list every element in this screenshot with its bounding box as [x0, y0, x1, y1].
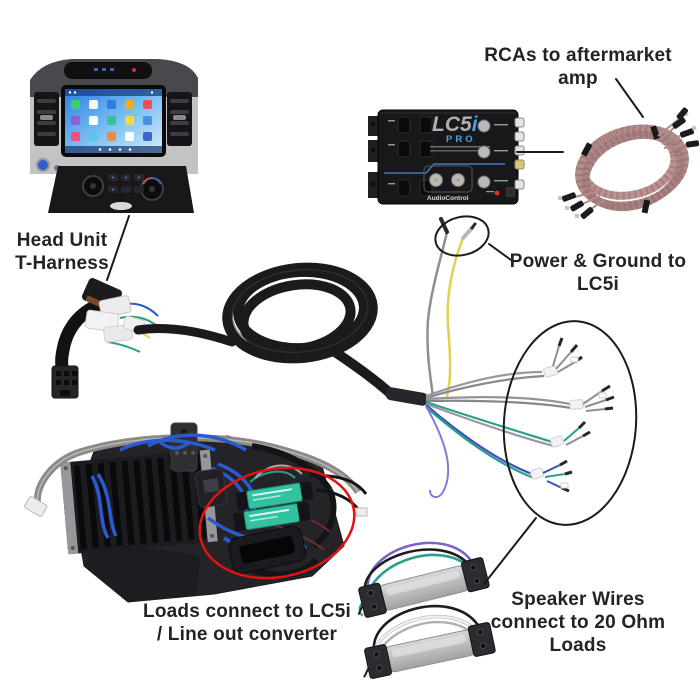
- label-line: Head Unit: [16, 230, 108, 251]
- zip-tie: [650, 125, 661, 140]
- callout-annotations: [106, 78, 644, 585]
- lc5i-maxed-cluster: [423, 165, 473, 193]
- lc5i-pro-line-output-converter: LC5i PRO AudioControl: [368, 109, 525, 205]
- callout-line-power-ground: [488, 243, 512, 261]
- load-module-2: [363, 604, 496, 679]
- screen-dock-bar: [65, 146, 162, 153]
- ground-wire: [426, 231, 449, 397]
- vent-strip-indicators: [94, 68, 136, 72]
- ground-wire-tip: [439, 217, 449, 234]
- label-rcas-to-aftermarket-amp: RCAs to aftermarket amp: [478, 44, 678, 90]
- label-line: Loads connect to LC5i: [143, 601, 351, 622]
- power-wire-tip: [461, 226, 474, 240]
- braided-cable-connector: [24, 496, 48, 517]
- label-line: Power & Ground to: [509, 251, 687, 272]
- load-module-1: [357, 541, 490, 618]
- audiocontrol-brand: AudioControl: [427, 195, 469, 202]
- screen-status-bar: [65, 89, 162, 96]
- power-ground-wire-tips: [426, 217, 477, 398]
- callout-line-rcas: [615, 78, 644, 118]
- screen-app-icons: [71, 100, 152, 141]
- climate-control-panel: [48, 166, 194, 213]
- label-line: RCAs to aftermarket: [484, 45, 672, 66]
- label-line: / Line out converter: [156, 624, 338, 645]
- power-led: [494, 190, 500, 196]
- label-line: connect to 20 Ohm: [490, 612, 666, 633]
- label-head-unit-t-harness: Head Unit T-Harness: [2, 229, 122, 275]
- label-line: LC5i: [577, 274, 619, 295]
- start-button: [36, 158, 50, 172]
- green-terminal-modules: [232, 481, 314, 532]
- label-line: Speaker Wires: [511, 589, 645, 610]
- callout-red-circle-loads: [198, 466, 356, 580]
- label-power-ground-to-lc5i: Power & Ground to LC5i: [504, 250, 692, 296]
- callout-circle-power-ground: [434, 215, 490, 257]
- lc5i-blue-trace: [384, 163, 505, 174]
- head-unit-dashboard-photo: [30, 59, 198, 213]
- cable-heat-shrink: [385, 387, 428, 406]
- callout-ellipse-speaker-wires: [502, 320, 638, 526]
- harness-white-connectors: [84, 295, 146, 343]
- right-air-vent: [167, 92, 192, 146]
- speaker-wire-leads: [425, 337, 615, 498]
- label-loads-connect-to-lc5i: Loads connect to LC5i / Line out convert…: [138, 600, 356, 646]
- lc5i-pro-badge: PRO: [446, 134, 476, 145]
- callout-line-head-unit: [106, 215, 130, 281]
- harness-10pin-connector: [51, 365, 79, 399]
- lc5i-level-knobs: [477, 119, 508, 189]
- label-line: T-Harness: [15, 253, 109, 274]
- label-line: Loads: [549, 635, 607, 656]
- small-black-connector: [194, 468, 228, 508]
- zip-tie: [581, 142, 593, 157]
- main-harness-cable-coil: [133, 262, 428, 406]
- callout-line-speaker-wires: [483, 517, 537, 585]
- defrost-vent-strip: [64, 62, 152, 79]
- zip-tie: [641, 199, 651, 214]
- lc5i-rca-jacks: [514, 117, 525, 190]
- left-air-vent: [34, 92, 59, 146]
- black-connector-box: [228, 525, 306, 574]
- rca-plugs-bottom: [558, 191, 605, 219]
- amplifier-load-assembly: [24, 422, 368, 603]
- rca-cable-coil: [558, 107, 700, 219]
- t-harness-connectors: [51, 277, 161, 399]
- label-speaker-wires-20-ohm: Speaker Wires connect to 20 Ohm Loads: [478, 588, 678, 657]
- label-line: amp: [558, 68, 598, 89]
- power-wire: [445, 237, 465, 398]
- 20-ohm-load-modules: [357, 541, 496, 679]
- rca-plugs-top: [657, 107, 700, 149]
- lc5i-logo: LC5i: [432, 113, 479, 136]
